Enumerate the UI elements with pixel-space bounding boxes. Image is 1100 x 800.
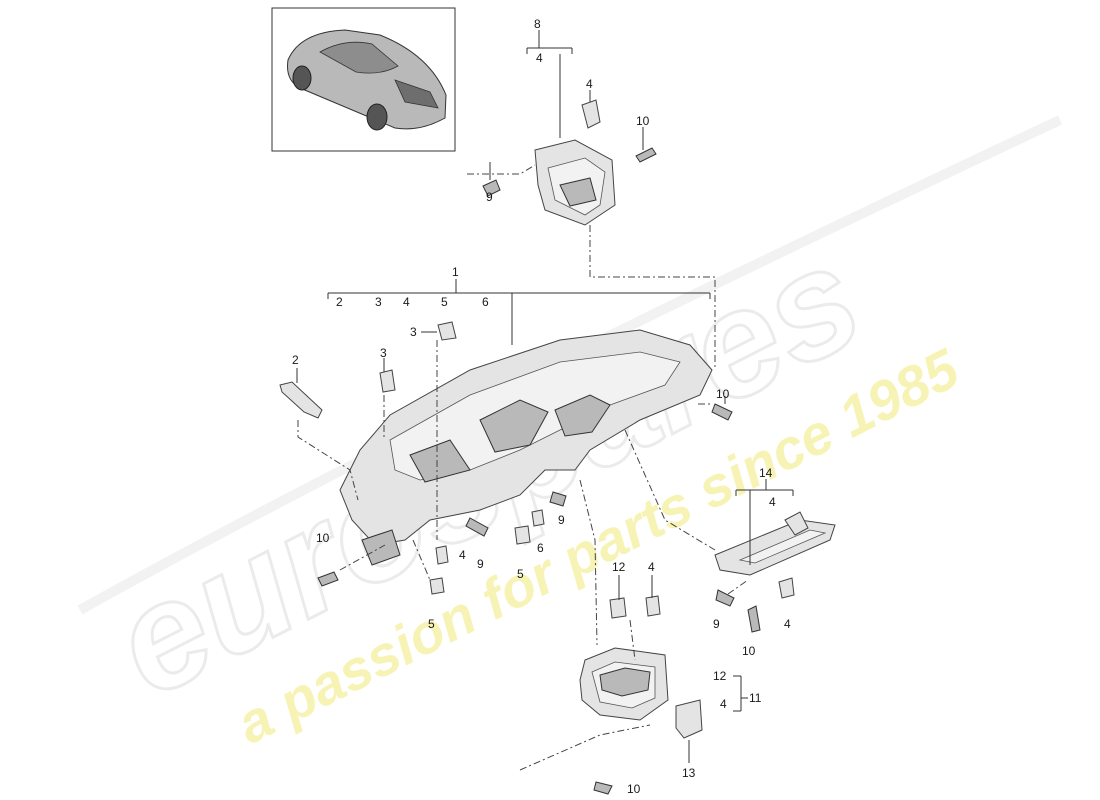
callout-5-mid: 5	[517, 567, 524, 581]
car-thumbnail	[271, 7, 456, 152]
callouts: 8 4 4 10 9 1 2 3 4 5 6 3 2 3 10 14 4 9 6…	[292, 17, 791, 796]
callout-9-right-mid: 9	[558, 513, 565, 527]
leader-lines	[296, 30, 794, 763]
bolt-10-right	[747, 605, 761, 633]
callout-1: 1	[452, 265, 459, 279]
bolt-9-right	[715, 589, 735, 607]
callout-4-mid: 4	[459, 548, 466, 562]
callout-12: 12	[612, 560, 626, 574]
bolt-10-left	[317, 571, 339, 587]
callout-10-dash: 10	[716, 387, 730, 401]
callout-12-group11: 12	[713, 669, 727, 683]
small-fasteners	[317, 491, 567, 595]
callout-4-group14: 4	[769, 495, 776, 509]
callout-5-left: 5	[428, 617, 435, 631]
callout-9-top: 9	[486, 190, 493, 204]
callout-6: 6	[537, 541, 544, 555]
callout-11: 11	[749, 691, 762, 705]
bolt-9-top	[482, 179, 501, 197]
clip-4-mid	[435, 545, 449, 565]
callout-10-right: 10	[742, 644, 756, 658]
callout-4-group8: 4	[536, 51, 543, 65]
clip-4-right	[778, 577, 795, 599]
bolt-10-top	[635, 147, 657, 163]
clip-3-left	[379, 369, 396, 393]
callout-14: 14	[759, 466, 773, 480]
clip-5-mid	[514, 525, 531, 545]
callout-9-mid: 9	[477, 557, 484, 571]
dashboard-carrier	[279, 321, 713, 566]
bracket-clip-4-top	[581, 99, 601, 129]
callout-9-right: 9	[713, 617, 720, 631]
clip-12	[609, 597, 627, 619]
callout-4-bracket: 4	[586, 77, 593, 91]
strip-2	[279, 381, 323, 419]
clip-5-left	[429, 577, 445, 595]
callout-13: 13	[682, 766, 696, 780]
bolt-10-dash	[711, 403, 733, 421]
callout-8: 8	[534, 17, 541, 31]
callout-3-group1: 3	[375, 295, 382, 309]
callout-5-group1: 5	[441, 295, 448, 309]
callout-4-group11: 4	[720, 697, 727, 711]
callout-10-left: 10	[316, 531, 330, 545]
callout-4-right: 4	[784, 617, 791, 631]
centre-console-frame	[579, 595, 703, 795]
bracket-13	[675, 699, 703, 739]
clip-3-top	[437, 321, 457, 341]
callout-4-group1: 4	[403, 295, 410, 309]
dash-dot-lines	[297, 164, 749, 771]
car-roof	[319, 41, 399, 74]
crossmember-bracket	[711, 403, 836, 633]
callout-10-top: 10	[636, 114, 650, 128]
clip-4-lower	[645, 595, 661, 617]
car-front-wheel	[292, 65, 312, 91]
callout-3-top: 3	[410, 325, 417, 339]
callout-2: 2	[292, 353, 299, 367]
callout-6-group1: 6	[482, 295, 489, 309]
bolt-9-mid	[465, 517, 489, 537]
callout-2-group1: 2	[336, 295, 343, 309]
steering-support-bracket	[482, 99, 657, 226]
car-rear-deck	[394, 79, 439, 109]
bolt-10-bottom	[593, 781, 613, 795]
clip-6	[531, 509, 545, 527]
car-rear-wheel	[366, 103, 388, 131]
callout-10-bottom: 10	[627, 782, 641, 796]
callout-4-lower: 4	[648, 560, 655, 574]
bolt-9-right-mid	[549, 491, 567, 507]
callout-3-left: 3	[380, 346, 387, 360]
